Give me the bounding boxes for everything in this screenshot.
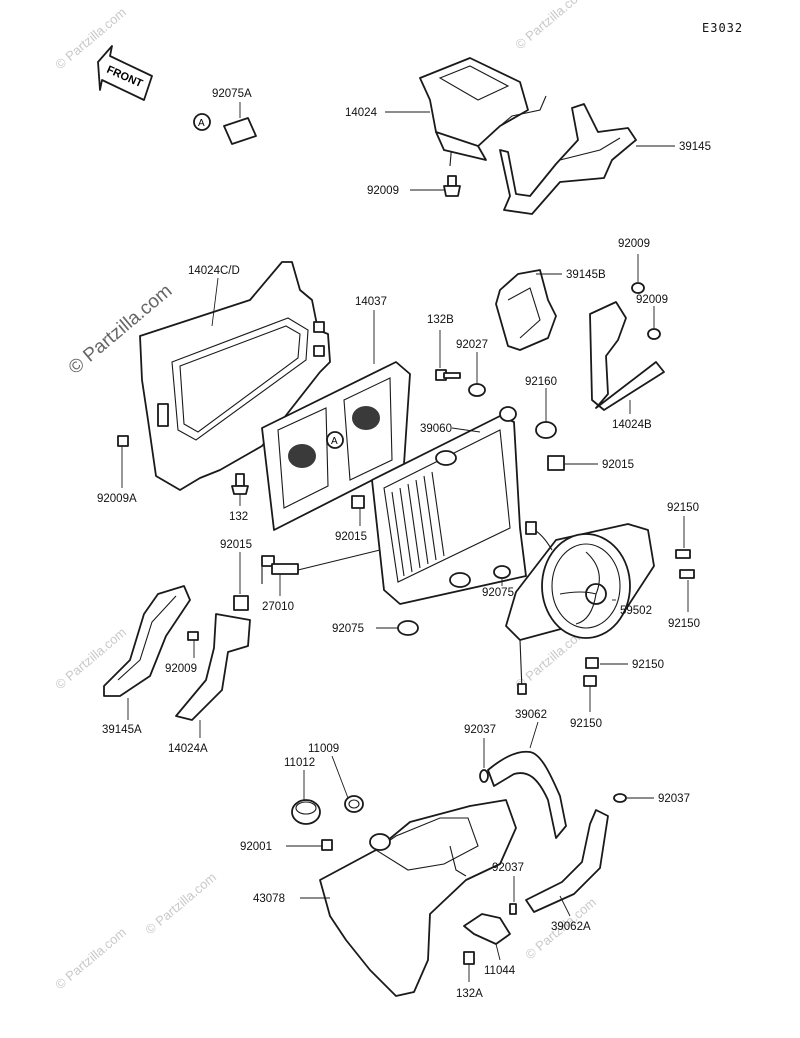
bolt-92150-d: 92150 xyxy=(570,675,602,730)
grommet-92160: 92160 xyxy=(525,376,557,439)
part-14024CD: 14024C/D xyxy=(139,261,331,491)
label-11044: 11044 xyxy=(484,965,516,977)
label-27010: 27010 xyxy=(262,601,294,613)
clamp-92037-c: 92037 xyxy=(492,862,524,915)
label-59502: 59502 xyxy=(620,605,652,617)
label-92075-center: 92075 xyxy=(482,587,514,599)
label-92150-b: 92150 xyxy=(668,618,700,630)
label-14024CD: 14024C/D xyxy=(188,265,240,277)
grommet-92027: 92027 xyxy=(456,339,488,397)
label-132B: 132B xyxy=(427,314,454,326)
label-14024B: 14024B xyxy=(612,419,652,431)
callout-a: A xyxy=(198,118,205,129)
clamp-92037-a: 92037 xyxy=(464,724,496,783)
front-arrow-icon: FRONT xyxy=(97,45,153,101)
bolt-92009-left: 92009 xyxy=(165,631,199,675)
watermark: © Partzilla.com xyxy=(52,924,129,992)
part-39062A: 39062A xyxy=(525,809,609,933)
label-92150-d: 92150 xyxy=(570,718,602,730)
bolt-92009-top: 92009 xyxy=(367,175,461,197)
part-39062: 39062 xyxy=(487,709,567,839)
grommet-92075-center: 92075 xyxy=(482,565,514,599)
bolt-132B: 132B xyxy=(427,314,461,381)
bolt-92009A: 92009A xyxy=(97,435,137,505)
bolt-92150-b: 92150 xyxy=(668,569,700,630)
bolt-132: 132 xyxy=(229,473,249,523)
part-14037: A 14037 xyxy=(261,296,411,531)
label-92009-right-1: 92009 xyxy=(618,238,650,250)
part-11009: 11009 xyxy=(308,743,364,813)
part-39060: 39060 xyxy=(371,406,527,605)
label-92150-c: 92150 xyxy=(632,659,664,671)
label-92150-a: 92150 xyxy=(667,502,699,514)
label-132A: 132A xyxy=(456,988,483,1000)
label-43078: 43078 xyxy=(253,893,285,905)
label-39145A: 39145A xyxy=(102,724,142,736)
grommet-92075-left: 92075 xyxy=(332,620,419,636)
label-92027: 92027 xyxy=(456,339,488,351)
watermark: © Partzilla.com xyxy=(512,0,589,52)
part-14024A: 14024A xyxy=(168,613,251,755)
part-43078: 43078 xyxy=(253,799,517,997)
watermark: © Partzilla.com xyxy=(142,869,219,937)
label-39062A: 39062A xyxy=(551,921,591,933)
label-92015-right: 92015 xyxy=(602,459,634,471)
part-39145: 39145 xyxy=(499,103,711,215)
label-92001: 92001 xyxy=(240,841,272,853)
bolt-92150-c: 92150 xyxy=(585,657,664,671)
label-92037-c: 92037 xyxy=(492,862,524,874)
label-92015-left: 92015 xyxy=(220,539,252,551)
part-11044: 11044 xyxy=(463,913,516,977)
label-14024: 14024 xyxy=(345,107,378,119)
bolt-92009-right-1: 92009 xyxy=(618,238,650,294)
label-39062: 39062 xyxy=(515,709,547,721)
part-14024B: 14024B xyxy=(589,301,665,431)
bolt-92001: 92001 xyxy=(240,839,333,853)
label-92009A: 92009A xyxy=(97,493,137,505)
clip-92015-center: 92015 xyxy=(335,495,367,543)
part-92075A: A 92075A xyxy=(193,88,257,145)
part-14024: 14024 xyxy=(345,57,547,167)
part-59502: 59502 xyxy=(505,521,655,695)
label-92009-left: 92009 xyxy=(165,663,197,675)
part-27010: 27010 xyxy=(261,549,381,613)
label-92037-b: 92037 xyxy=(658,793,690,805)
label-92160: 92160 xyxy=(525,376,557,388)
clip-92015-left: 92015 xyxy=(220,539,252,611)
label-92009-top: 92009 xyxy=(367,185,399,197)
radiator-core xyxy=(391,471,445,577)
clip-92015-right: 92015 xyxy=(547,455,634,471)
part-39145B: 39145B xyxy=(495,269,606,351)
label-14037: 14037 xyxy=(355,296,387,308)
label-92037-a: 92037 xyxy=(464,724,496,736)
callout-a-2: A xyxy=(331,436,338,447)
label-132: 132 xyxy=(229,511,248,523)
part-39145A: 39145A xyxy=(102,585,191,736)
bolt-92009-right-2: 92009 xyxy=(636,294,668,340)
label-11012: 11012 xyxy=(284,757,315,769)
label-92009-right-2: 92009 xyxy=(636,294,668,306)
label-39060: 39060 xyxy=(420,423,452,435)
label-39145: 39145 xyxy=(679,141,711,153)
label-92075-left: 92075 xyxy=(332,623,364,635)
label-92075A: 92075A xyxy=(212,88,252,100)
clamp-92037-b: 92037 xyxy=(613,793,690,805)
label-14024A: 14024A xyxy=(168,743,208,755)
bolt-92150-a: 92150 xyxy=(667,502,699,559)
bolt-132A: 132A xyxy=(456,951,483,1000)
label-92015-center: 92015 xyxy=(335,531,367,543)
diagram-code: E3032 xyxy=(702,21,743,35)
label-11009: 11009 xyxy=(308,743,339,755)
label-39145B: 39145B xyxy=(566,269,606,281)
part-11012: 11012 xyxy=(284,757,321,825)
